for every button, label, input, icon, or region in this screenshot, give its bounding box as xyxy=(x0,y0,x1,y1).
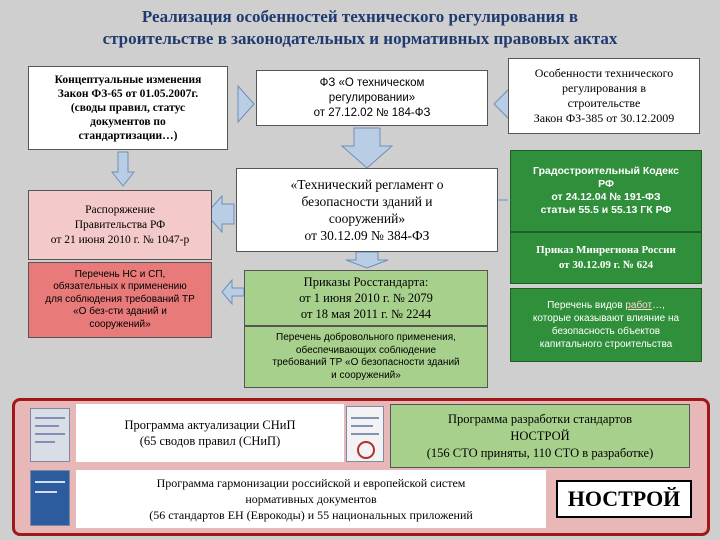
tech-regulation-box: «Технический регламент о безопасности зд… xyxy=(236,168,498,252)
construction-features-box: Особенности технического регулирования в… xyxy=(508,58,700,134)
harmonization-program-box: Программа гармонизации российской и евро… xyxy=(76,470,546,528)
nostroy-standards-box: Программа разработки стандартов НОСТРОЙ … xyxy=(390,404,690,468)
rosstandart-orders-box: Приказы Росстандарта: от 1 июня 2010 г. … xyxy=(244,270,488,326)
arrow-fz184-to-techreg xyxy=(340,127,394,169)
page-title: Реализация особенностей технического рег… xyxy=(102,7,618,48)
nostroy-logo: НОСТРОЙ xyxy=(556,480,692,518)
voluntary-list-box: Перечень добровольного применения, обесп… xyxy=(244,326,488,388)
fz184-box: ФЗ «О техническом регулировании» от 27.1… xyxy=(256,70,488,126)
works-list-prefix: Перечень видов xyxy=(547,300,626,311)
government-order-box: Распоряжение Правительства РФ от 21 июня… xyxy=(28,190,212,260)
works-list-box: Перечень видов работ…, которые оказывают… xyxy=(510,288,702,362)
document-icon xyxy=(30,408,70,462)
conceptual-changes-box: Концептуальные изменения Закон ФЗ-65 от … xyxy=(28,66,228,150)
works-link[interactable]: работ xyxy=(625,300,653,311)
arrow-govorder-up xyxy=(110,151,136,187)
works-list-suffix: …, которые оказывают влияние на безопасн… xyxy=(532,300,680,350)
snip-program-box: Программа актуализации СНиП (65 сводов п… xyxy=(76,404,344,462)
mandatory-list-box: Перечень НС и СП, обязательных к примене… xyxy=(28,262,212,338)
urban-planning-code-box: Градостроительный Кодекс РФ от 24.12.04 … xyxy=(510,150,702,232)
arrow-techreg-to-rosstandart xyxy=(345,251,389,269)
arrow-rosstandart-left xyxy=(221,278,245,306)
arrow-techreg-to-govorder xyxy=(205,194,235,234)
minregion-order-box: Приказ Минрегиона России от 30.12.09 г. … xyxy=(510,232,702,284)
arrow-conceptual-to-fz184 xyxy=(237,84,255,124)
standard-document-icon xyxy=(346,406,384,462)
book-cover-icon xyxy=(30,470,70,526)
